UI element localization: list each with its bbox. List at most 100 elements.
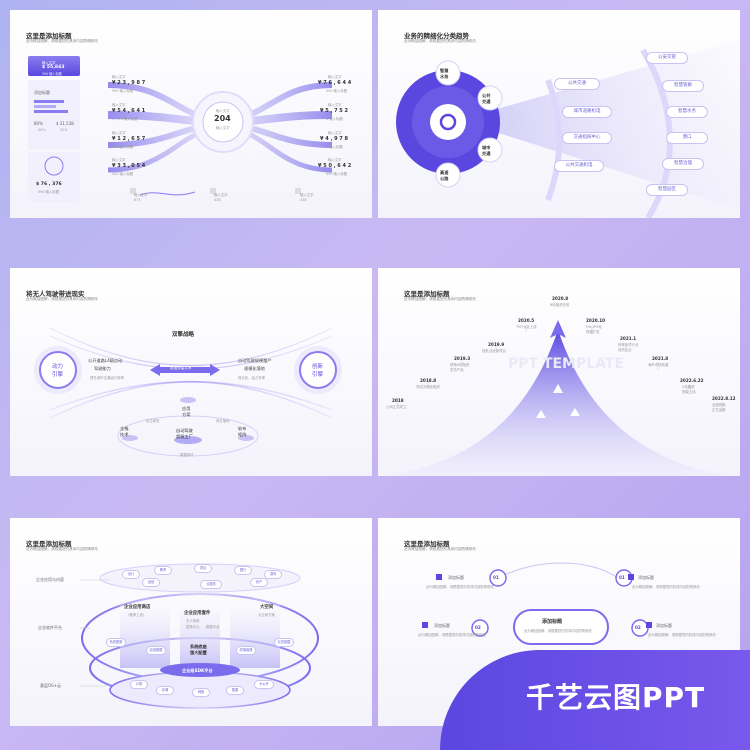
card-value: $ 55,843 <box>42 65 65 70</box>
slide-3-thumbnail[interactable]: 将无人驾驶带进现实 此为概括图解，请根据您的具体内容酌情修改 双擎战略 动力 引… <box>10 268 372 476</box>
milestone-text: TMT大会上线 <box>516 325 537 329</box>
block-title: 系统底座 强大配置 <box>190 644 207 655</box>
subcategory-pill[interactable]: 智慧水务 <box>666 106 708 118</box>
right-line: 规模化落地 <box>244 366 265 371</box>
left-value: ¥ 5 4 , 6 4 1 <box>112 108 146 114</box>
bottom-tag[interactable]: 存储 <box>156 686 174 695</box>
left-label: 输入文字 <box>112 75 126 79</box>
stat-value: 875 <box>134 198 141 202</box>
milestone-year: 2019.9 <box>488 342 505 347</box>
orbit-node: 高速 公路 <box>440 170 449 181</box>
right-label: 输入文字 <box>328 75 342 79</box>
bottom-tag[interactable]: 大公开 <box>254 680 274 689</box>
left-note: 1 , 3 0 输入标题 <box>112 117 138 121</box>
slide-1-thumbnail[interactable]: 这里是添加标题 此为概括图解，请根据您的具体内容酌情修改 <box>10 10 372 218</box>
slide-5-thumbnail[interactable]: 这里是添加标题 此为概括图解，请根据您的具体内容酌情修改 企业应用与内容 企业软… <box>10 518 372 726</box>
sankey-flow <box>28 56 333 202</box>
block-line: 大空间方案 <box>258 613 275 617</box>
layer-label: 企业软件平台 <box>38 625 62 630</box>
stat-label: 输入文字 <box>214 193 228 197</box>
mid-tag[interactable]: 应用数据 <box>146 646 166 655</box>
category-pill[interactable]: 公共交通机电 <box>554 160 604 172</box>
milestone-year: 2022.6.22 <box>680 378 704 383</box>
left-note: 430 输入标题 <box>112 172 134 176</box>
page-title: 这里是添加标题 <box>404 540 450 548</box>
subcategory-pill[interactable]: 智慧治理 <box>662 158 704 170</box>
subcategory-pill[interactable]: 智慧园区 <box>646 184 688 196</box>
bottom-tag[interactable]: 计算 <box>130 680 148 689</box>
page-subtitle: 此为概括图解，请根据您的具体内容酌情修改 <box>404 297 476 301</box>
category-pill[interactable]: 城市道路机电 <box>562 106 612 118</box>
slide-4-thumbnail[interactable]: 这里是添加标题 此为概括图解，请根据您的具体内容酌情修改 PPT TEMPLAT… <box>378 268 740 476</box>
top-tag[interactable]: 云服务 <box>200 580 222 589</box>
mid-tag[interactable]: 终端管理 <box>236 646 256 655</box>
right-engine: 创新 引擎 <box>312 364 324 378</box>
arrow-label: 数据流量共享 <box>170 366 192 370</box>
milestone-text: 全国布局 正式运营 <box>712 403 726 412</box>
block-label: 添加标题 <box>34 90 50 95</box>
milestone-year: 2018.8 <box>420 378 437 383</box>
bottom-tag[interactable]: 网络 <box>192 688 210 697</box>
brand-label: 千艺云图PPT <box>526 681 706 714</box>
node-label: 全栈 技术 <box>120 426 129 437</box>
stat-value: 438 <box>300 198 307 202</box>
right-note: 200 输入标题 <box>326 89 348 93</box>
block-line: （推荐上线） <box>126 613 147 617</box>
dual-engine-diagram <box>34 327 342 457</box>
summary-card <box>28 56 80 76</box>
milestone-text: 完成天使轮融资 <box>416 385 440 389</box>
card-caption: 590 输入标题 <box>42 72 62 76</box>
orbit-node: 城市 交通 <box>482 145 491 156</box>
top-tag[interactable]: 运营 <box>142 578 160 587</box>
left-label: 输入文字 <box>112 103 126 107</box>
item-label: 添加标题 <box>434 623 450 628</box>
category-pill[interactable]: 公共交通 <box>554 78 600 90</box>
page-subtitle: 此为概括图解，请根据您的具体内容酌情修改 <box>404 39 476 43</box>
top-tag[interactable]: 游戏 <box>264 570 282 579</box>
subcategory-pill[interactable]: 公安交管 <box>646 52 688 64</box>
center-caption: 输入文字 <box>216 126 230 130</box>
right-line: 商业化、高占有率 <box>238 376 266 380</box>
item-number: 01 <box>493 575 499 580</box>
node-label: 轨布 矩阵 <box>238 426 247 437</box>
bottom-caption: 590 输入标题 <box>38 190 60 194</box>
top-tag[interactable]: 设计 <box>122 570 140 579</box>
right-note: 3 输入标题 <box>326 117 343 121</box>
left-note: 590 输入标题 <box>112 89 134 93</box>
top-tag[interactable]: 项目 <box>194 564 212 573</box>
center-node: 自动驾驶 <box>176 428 193 433</box>
milestone-year: 2018 <box>392 398 404 403</box>
left-value: ¥ 1 2 , 6 5 7 <box>112 136 146 142</box>
mid-tag[interactable]: 系统配置 <box>106 638 126 647</box>
item-label: 添加标题 <box>638 575 654 580</box>
right-label: 输入文字 <box>328 158 342 162</box>
left-value: ¥ 3 3 , 0 5 4 <box>112 163 146 169</box>
stat-value: 438 <box>214 198 221 202</box>
item-text: 此为概括图解，请根据您的具体内容酌情修改 <box>418 633 486 637</box>
milestone-text: C轮融资 规模上线 <box>682 385 696 394</box>
bottom-card <box>28 152 80 202</box>
mid-tag[interactable]: 业务数据 <box>274 638 294 647</box>
center-node: 超级工厂 <box>176 434 193 439</box>
milestone-year: 2020.10 <box>586 318 606 323</box>
milestone-text: 获得多项行业 资质认证 <box>618 343 639 352</box>
bottom-tag[interactable]: 数据 <box>226 686 244 695</box>
page-title: 业务的精细化分类趋势 <box>404 32 469 40</box>
item-label: 添加标题 <box>448 575 464 580</box>
block-line: 数据中台 <box>206 625 220 629</box>
stat-a: 20% <box>38 128 46 132</box>
category-pill[interactable]: 交通指挥中心 <box>562 132 612 144</box>
block-line: 智慧中心 <box>186 625 200 629</box>
center-label: 输入文字 <box>216 109 230 113</box>
stat-label: 输入文字 <box>300 193 314 197</box>
brand-banner: 千艺云图PPT <box>440 650 750 750</box>
top-tag[interactable]: 资产 <box>250 578 268 587</box>
subcategory-pill[interactable]: 智慧管廊 <box>662 80 704 92</box>
milestone-year: 2020.5 <box>518 318 535 323</box>
top-tag[interactable]: 教育 <box>154 566 172 575</box>
slide-2-thumbnail[interactable]: 业务的精细化分类趋势 此为概括图解，请根据您的具体内容酌情修改 智慧 水务 公共… <box>378 10 740 218</box>
growth-timeline <box>388 320 730 476</box>
top-tag[interactable]: 银行 <box>234 566 252 575</box>
stat-label: 输入文字 <box>134 193 148 197</box>
subcategory-pill[interactable]: 港口 <box>666 132 708 144</box>
